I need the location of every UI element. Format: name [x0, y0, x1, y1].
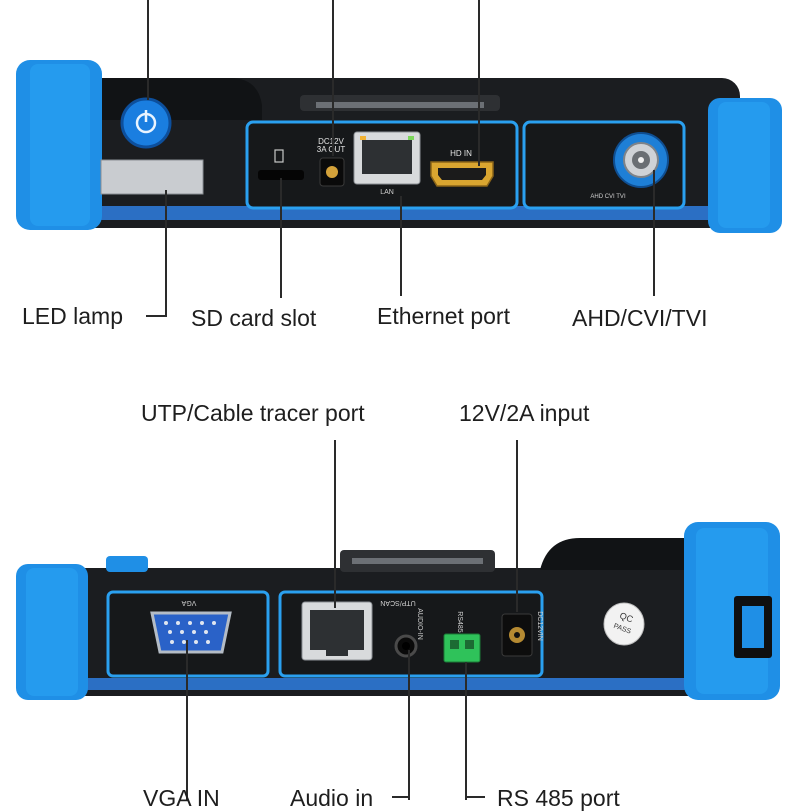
label-ethernet-port: Ethernet port	[377, 303, 510, 329]
leader-audio	[408, 650, 410, 800]
leader-ahd	[653, 170, 655, 296]
qc-marking: QC	[618, 610, 635, 624]
label-sd-card-slot: SD card slot	[191, 305, 317, 331]
label-led-lamp: LED lamp	[22, 303, 123, 329]
rs485-terminal	[443, 633, 481, 663]
leader-vga	[186, 640, 188, 800]
label-ahd-cvi-tvi: AHD/CVI/TVI	[572, 305, 708, 331]
hd-in-marking: HD IN	[450, 149, 472, 158]
vga-port	[150, 611, 232, 654]
leader-power-in	[516, 440, 518, 612]
label-vga-in: VGA IN	[143, 785, 220, 811]
ahd-marking: AHD CVI TVI	[590, 194, 626, 200]
dc-out-marking: DC12V	[318, 137, 344, 146]
sd-card-slot	[258, 170, 304, 180]
dcin-marking: DC12VIN	[536, 611, 543, 641]
leader-led-h	[146, 315, 167, 317]
leader-utp	[334, 440, 336, 608]
rs485-marking: RS485	[456, 611, 463, 633]
power-button	[120, 97, 172, 149]
lan-marking: LAN	[380, 189, 394, 196]
leader-hdmi	[478, 0, 480, 166]
tester-bottom-view: VGA UTP/SCAN AUDIO-IN RS485 DC12VIN QC P…	[16, 522, 780, 700]
label-audio-in: Audio in	[290, 785, 374, 811]
vga-marking: VGA	[181, 599, 196, 606]
leader-audio-h	[392, 796, 410, 798]
label-rs485-port: RS 485 port	[497, 785, 620, 811]
audio-marking: AUDIO-IN	[416, 608, 423, 640]
leader-sd	[280, 178, 282, 298]
utp-marking: UTP/SCAN	[380, 599, 415, 606]
leader-rs485-h	[465, 796, 485, 798]
dc-out-marking-2: 3A OUT	[317, 145, 346, 154]
tester-top-view: DC12V 3A OUT LAN HD IN AHD CVI TVI	[16, 60, 782, 233]
leader-power	[147, 0, 149, 100]
qc-pass-sticker	[603, 602, 645, 646]
leader-led	[165, 190, 167, 316]
label-utp-port: UTP/Cable tracer port	[141, 400, 365, 426]
leader-rs485	[465, 662, 467, 800]
leader-dc-out	[332, 0, 334, 156]
label-power-input: 12V/2A input	[459, 400, 590, 426]
leader-ethernet	[400, 196, 402, 296]
led-lamp	[100, 159, 204, 195]
